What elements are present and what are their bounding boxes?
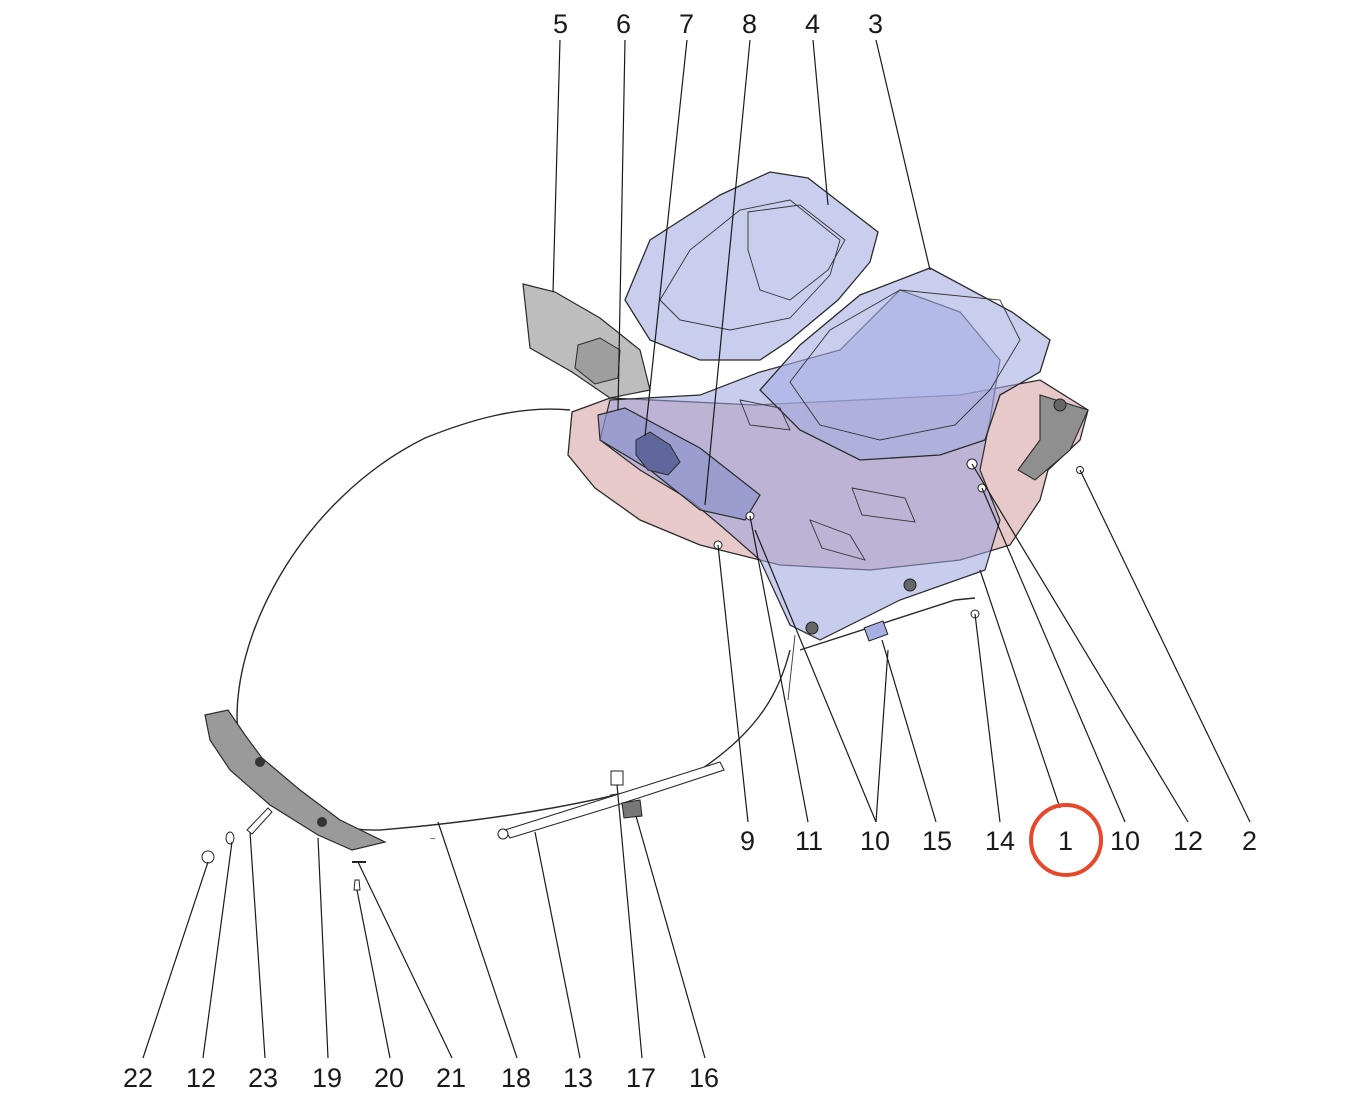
hood-strut-upper <box>799 597 976 651</box>
plate-slot-1 <box>739 399 791 431</box>
bump-stop-15 <box>863 620 889 642</box>
plate-grommet-1 <box>903 578 917 592</box>
callout-1-highlight-circle <box>1029 803 1103 877</box>
leader-lines <box>142 39 1251 1059</box>
leader-23 <box>249 831 266 1059</box>
leader-14 <box>974 613 1001 823</box>
callout-7: 7 <box>679 9 694 39</box>
leader-2 <box>1079 469 1251 823</box>
callout-17: 17 <box>626 1063 656 1093</box>
leader-16 <box>635 815 706 1059</box>
callout-12c: 12 <box>186 1063 216 1093</box>
leader-19 <box>317 837 329 1059</box>
leader-10b <box>875 649 889 823</box>
tiny-marker: ~ <box>430 834 436 845</box>
leader-12b <box>202 841 233 1059</box>
callout-21: 21 <box>436 1063 466 1093</box>
callout-8: 8 <box>742 9 757 39</box>
screw-22 <box>201 850 215 864</box>
clip-16 <box>621 799 643 819</box>
plate-slot-3 <box>809 519 866 561</box>
leader-5 <box>552 39 561 293</box>
callout-14: 14 <box>985 826 1015 856</box>
trim-grommet-1 <box>255 757 265 767</box>
leader-10c <box>981 487 1126 823</box>
callout-1: 1 <box>1058 826 1073 856</box>
left-air-duct-inner <box>747 204 846 301</box>
trim-grommet-2 <box>317 817 327 827</box>
right-air-duct-opening <box>789 289 1021 441</box>
callout-15: 15 <box>922 826 952 856</box>
rear-seal-strip <box>1017 394 1089 481</box>
leader-12 <box>971 463 1189 823</box>
leader-9 <box>717 544 749 823</box>
callout-23: 23 <box>248 1063 278 1093</box>
leader-4 <box>812 39 829 206</box>
callout-12: 12 <box>1173 826 1203 856</box>
pad-clip <box>574 337 621 385</box>
callout-6: 6 <box>616 9 631 39</box>
leader-15 <box>881 639 937 823</box>
callout-3: 3 <box>868 9 883 39</box>
callout-9: 9 <box>740 826 755 856</box>
callout-22: 22 <box>123 1063 153 1093</box>
leader-11 <box>749 515 809 823</box>
bolt-23 <box>246 807 273 835</box>
plate-grommet-2 <box>805 621 819 635</box>
clip-17 <box>610 770 624 786</box>
leader-21 <box>357 861 453 1059</box>
left-air-duct <box>624 171 879 361</box>
washer-12 <box>225 831 235 845</box>
plate-grommet-3 <box>1053 398 1067 412</box>
leader-10a <box>754 529 877 823</box>
leader-13 <box>534 831 581 1059</box>
callout-10b: 10 <box>1110 826 1140 856</box>
callout-13: 13 <box>563 1063 593 1093</box>
callout-18: 18 <box>501 1063 531 1093</box>
leader-7 <box>644 39 688 437</box>
latch-bracket <box>597 407 761 521</box>
hood-latch <box>635 431 681 476</box>
callouts-bottom: 22 12 23 19 20 21 18 13 17 16 <box>123 1063 719 1093</box>
callout-19: 19 <box>312 1063 342 1093</box>
callout-11: 11 <box>795 826 823 856</box>
callout-16: 16 <box>689 1063 719 1093</box>
leader-22 <box>142 861 209 1059</box>
callout-2: 2 <box>1242 826 1257 856</box>
hood-outer-panel <box>236 408 791 831</box>
leader-3 <box>875 39 931 271</box>
plate-slot-2 <box>851 487 916 523</box>
strut-end-fitting <box>497 828 509 840</box>
callout-4: 4 <box>805 9 820 39</box>
right-air-duct <box>759 267 1051 461</box>
callouts-top: 5 6 7 8 4 3 <box>553 9 883 39</box>
leader-18 <box>437 821 518 1059</box>
leader-8 <box>704 39 751 506</box>
leader-1 <box>979 569 1061 809</box>
callout-10a: 10 <box>860 826 890 856</box>
front-hood-trim <box>204 709 387 851</box>
callouts-middle: 9 11 10 15 14 1 10 12 2 <box>740 826 1257 856</box>
callout-5: 5 <box>553 9 568 39</box>
screw-20 <box>353 879 361 891</box>
leader-17 <box>616 784 643 1059</box>
leader-6 <box>617 39 626 411</box>
callout-20: 20 <box>374 1063 404 1093</box>
hood-gas-strut <box>504 761 725 839</box>
leader-20 <box>356 889 391 1059</box>
